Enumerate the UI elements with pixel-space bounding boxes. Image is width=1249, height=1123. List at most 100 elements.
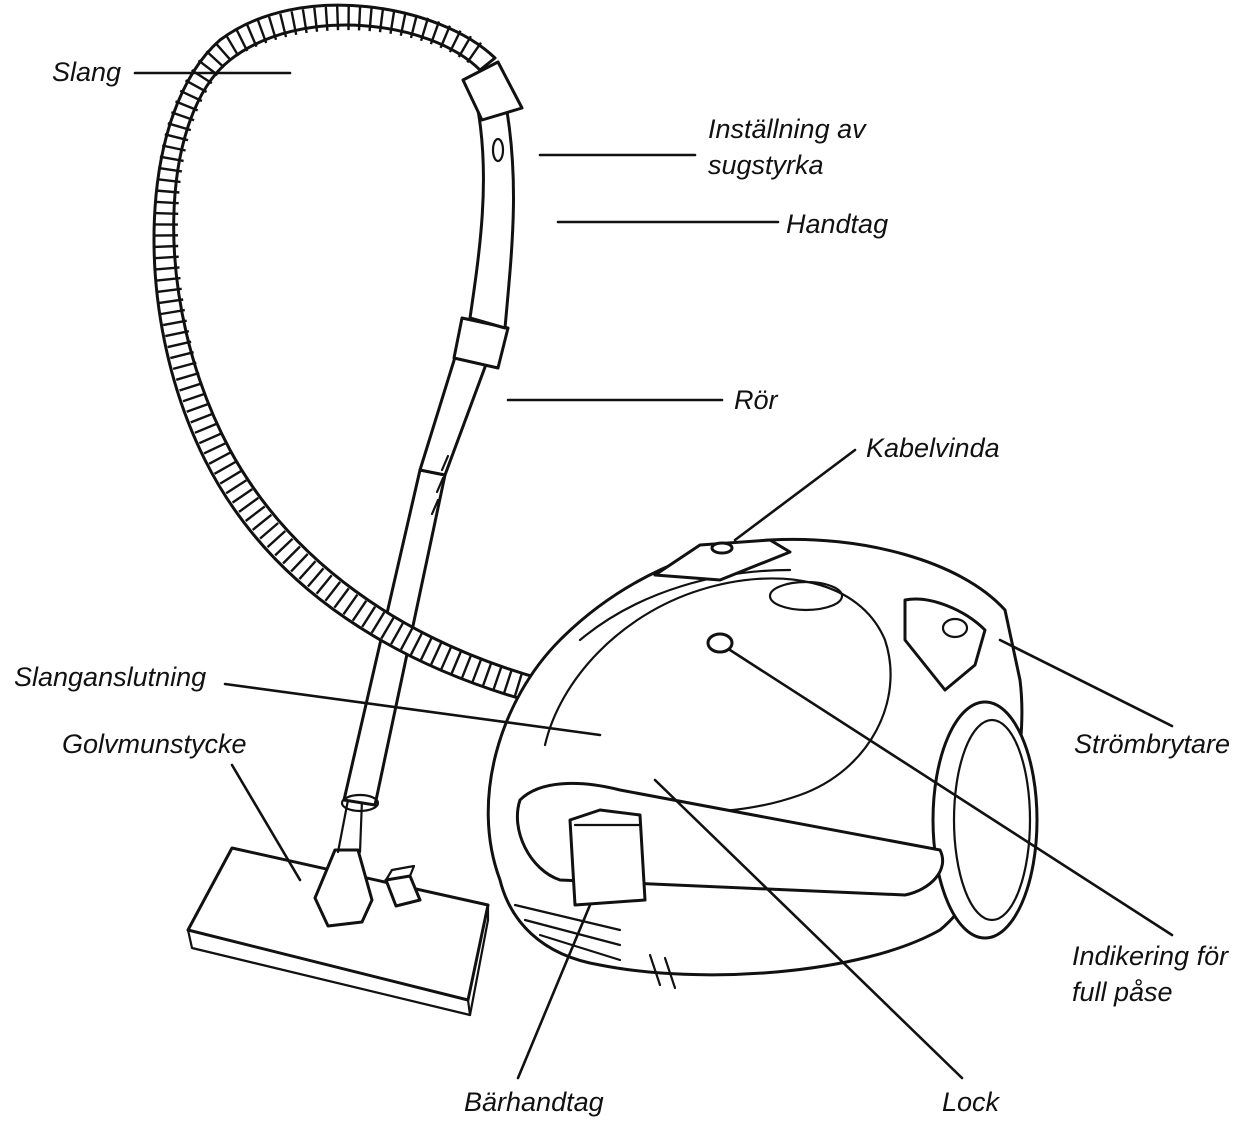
label-hose-connection: Slanganslutning <box>14 662 207 692</box>
hose-rib <box>245 24 258 48</box>
hose-rib <box>238 496 260 513</box>
vacuum-body <box>486 537 1039 990</box>
leader-carry-handle <box>516 903 592 1080</box>
hose-rib <box>342 594 359 615</box>
hose-rib <box>301 9 308 34</box>
hose-rib <box>244 505 266 522</box>
hose-rib <box>298 560 317 580</box>
hose-rib <box>182 392 207 403</box>
hose-rib <box>439 25 452 49</box>
hose-rib <box>390 622 404 645</box>
hose-rib <box>157 166 183 173</box>
hose-rib <box>203 442 227 455</box>
hose-rib <box>154 211 179 215</box>
tube-and-handle <box>340 60 524 813</box>
hose-rib <box>179 89 203 103</box>
leader-lid <box>653 778 964 1080</box>
label-bag-full-indicator: Indikering för full påse <box>1072 941 1229 1007</box>
hose-rib <box>159 155 184 163</box>
hose-rib <box>419 17 430 42</box>
hose-rib <box>167 122 192 132</box>
hose-rib <box>492 666 503 690</box>
floor-nozzle <box>186 798 490 1017</box>
hose-rib <box>179 382 203 392</box>
hose-rib <box>457 35 472 58</box>
hose-rib <box>225 479 248 495</box>
leader-bag-indicator <box>728 648 1174 937</box>
hose-rib <box>368 7 373 32</box>
hose-rib <box>164 133 189 142</box>
hose-rib <box>167 340 192 349</box>
hose-rib <box>159 298 184 305</box>
hose-rib <box>154 244 179 249</box>
leader-lines <box>133 71 1174 1080</box>
hose-rib <box>175 100 199 112</box>
hose-rib <box>324 6 329 31</box>
leader-cord-reel <box>733 448 857 542</box>
hose-rib <box>290 11 298 36</box>
hose-rib <box>161 144 186 152</box>
hose-rib <box>313 7 319 32</box>
label-carry-handle: Bärhandtag <box>464 1087 604 1117</box>
hose-rib <box>157 287 182 293</box>
hose-rib <box>324 581 342 602</box>
hose-rib <box>357 6 362 31</box>
hose-rib <box>235 28 249 52</box>
hose-rib <box>198 432 222 445</box>
hose-rib <box>155 189 180 194</box>
hose-rib <box>190 412 214 424</box>
leader-hose-connection <box>223 682 602 737</box>
leader-floor-nozzle <box>230 763 302 882</box>
hose-rib <box>274 538 294 557</box>
hose-rib <box>351 600 368 622</box>
hose-rib <box>448 30 462 53</box>
hose-rib <box>389 9 396 34</box>
hose-rib <box>419 637 433 661</box>
hose-rib <box>315 574 333 595</box>
hose-rib <box>502 669 513 694</box>
label-floor-nozzle: Golvmunstycke <box>62 729 247 759</box>
hose-rib <box>471 659 483 683</box>
hose-rib <box>194 422 218 434</box>
hose-rib <box>219 470 242 485</box>
hose-rib <box>184 79 208 93</box>
hose-rib <box>430 642 443 666</box>
hose-rib <box>259 522 279 540</box>
label-power-switch: Strömbrytare <box>1074 729 1231 759</box>
label-suction-setting: Inställning av sugstyrka <box>708 114 866 180</box>
hose-rib <box>306 567 325 588</box>
hose-rib <box>251 513 273 531</box>
hose-rib <box>154 200 179 205</box>
label-hose: Slang <box>52 57 122 87</box>
hose-rib <box>380 617 395 640</box>
hose-rib <box>399 627 414 651</box>
hose-rib <box>466 42 482 64</box>
hose-rib <box>225 34 240 57</box>
hose-rib <box>282 545 301 565</box>
hose-rib <box>267 16 278 41</box>
hose-rib <box>336 6 340 31</box>
hose-rib <box>409 14 418 39</box>
hose-rib <box>429 21 441 45</box>
hose-rib <box>370 611 386 634</box>
hose-rib <box>333 587 350 609</box>
hose-rib <box>513 673 523 697</box>
hose-rib <box>361 606 377 628</box>
hose-rib <box>266 530 287 548</box>
hose-rib <box>156 178 181 184</box>
label-lid: Lock <box>942 1087 1000 1117</box>
hose-rib <box>155 266 180 271</box>
hose-rib <box>279 13 288 38</box>
label-cord-reel: Kabelvinda <box>866 433 1000 463</box>
hose-rib <box>205 50 225 69</box>
hose-rib <box>208 451 231 465</box>
leader-power-switch <box>998 638 1174 728</box>
hose-rib <box>460 655 473 679</box>
hose-rib <box>214 41 232 62</box>
hose-rib <box>162 319 187 327</box>
label-tube: Rör <box>734 385 778 415</box>
hose-rib <box>213 460 236 475</box>
hose-rib <box>290 553 309 573</box>
hose-rib <box>156 276 181 282</box>
